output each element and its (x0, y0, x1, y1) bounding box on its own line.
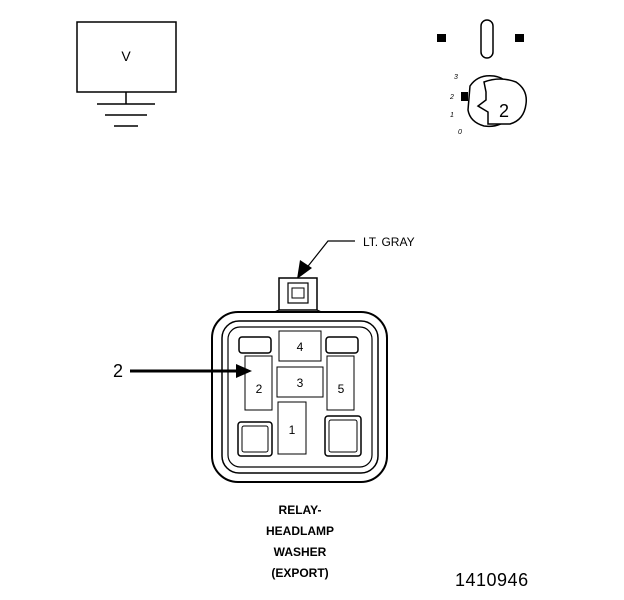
switch-marker-right (515, 34, 524, 42)
connector-corner-pocket (237, 421, 273, 457)
cavity-pointer: 2 (113, 361, 252, 381)
cavity-number: 3 (297, 376, 304, 390)
caption-line: RELAY- (278, 503, 322, 517)
switch-position-label: 2 (449, 94, 454, 101)
figure-number: 1410946 (455, 570, 529, 590)
connector-latch (271, 277, 325, 314)
switch-position-label: 1 (450, 112, 454, 119)
connector-slot (325, 336, 359, 354)
voltmeter-label: V (121, 48, 131, 64)
terminal-cavity (276, 366, 324, 398)
ground-icon (97, 103, 155, 127)
wire-color-label: LT. GRAY (363, 235, 415, 249)
cavity-number: 1 (289, 423, 296, 437)
switch-position-marker (461, 92, 468, 101)
cavity-number: 2 (256, 382, 263, 396)
ignition-key-icon: 2 (467, 74, 528, 128)
connector-corner-pocket (324, 415, 362, 457)
terminal-cavity (244, 355, 273, 411)
switch-marker-left (437, 34, 446, 42)
key-position-callout: 2 (499, 101, 509, 121)
wire-color-callout: LT. GRAY (297, 235, 415, 279)
ignition-switch: 2 3 2 1 0 (437, 19, 528, 136)
component-caption: RELAY- HEADLAMP WASHER (EXPORT) (230, 500, 370, 584)
switch-position-label: 3 (454, 74, 458, 81)
caption-line: HEADLAMP (266, 524, 334, 538)
relay-connector: 4 2 3 5 1 (211, 311, 388, 483)
switch-position-label: 0 (458, 129, 462, 136)
voltmeter-symbol: V (76, 21, 177, 127)
callout-arrowhead (297, 260, 312, 279)
terminal-cavity (278, 330, 322, 362)
pointer-arrowhead (236, 364, 252, 378)
connector-slot (238, 336, 272, 354)
terminal-cavity (277, 401, 307, 455)
caption-line: (EXPORT) (271, 566, 329, 580)
cavity-number: 4 (297, 340, 304, 354)
cavity-pointer-label: 2 (113, 361, 123, 381)
key-slot-icon (480, 19, 494, 59)
caption-line: WASHER (273, 545, 327, 559)
cavity-number: 5 (338, 382, 345, 396)
terminal-cavity (326, 355, 355, 411)
